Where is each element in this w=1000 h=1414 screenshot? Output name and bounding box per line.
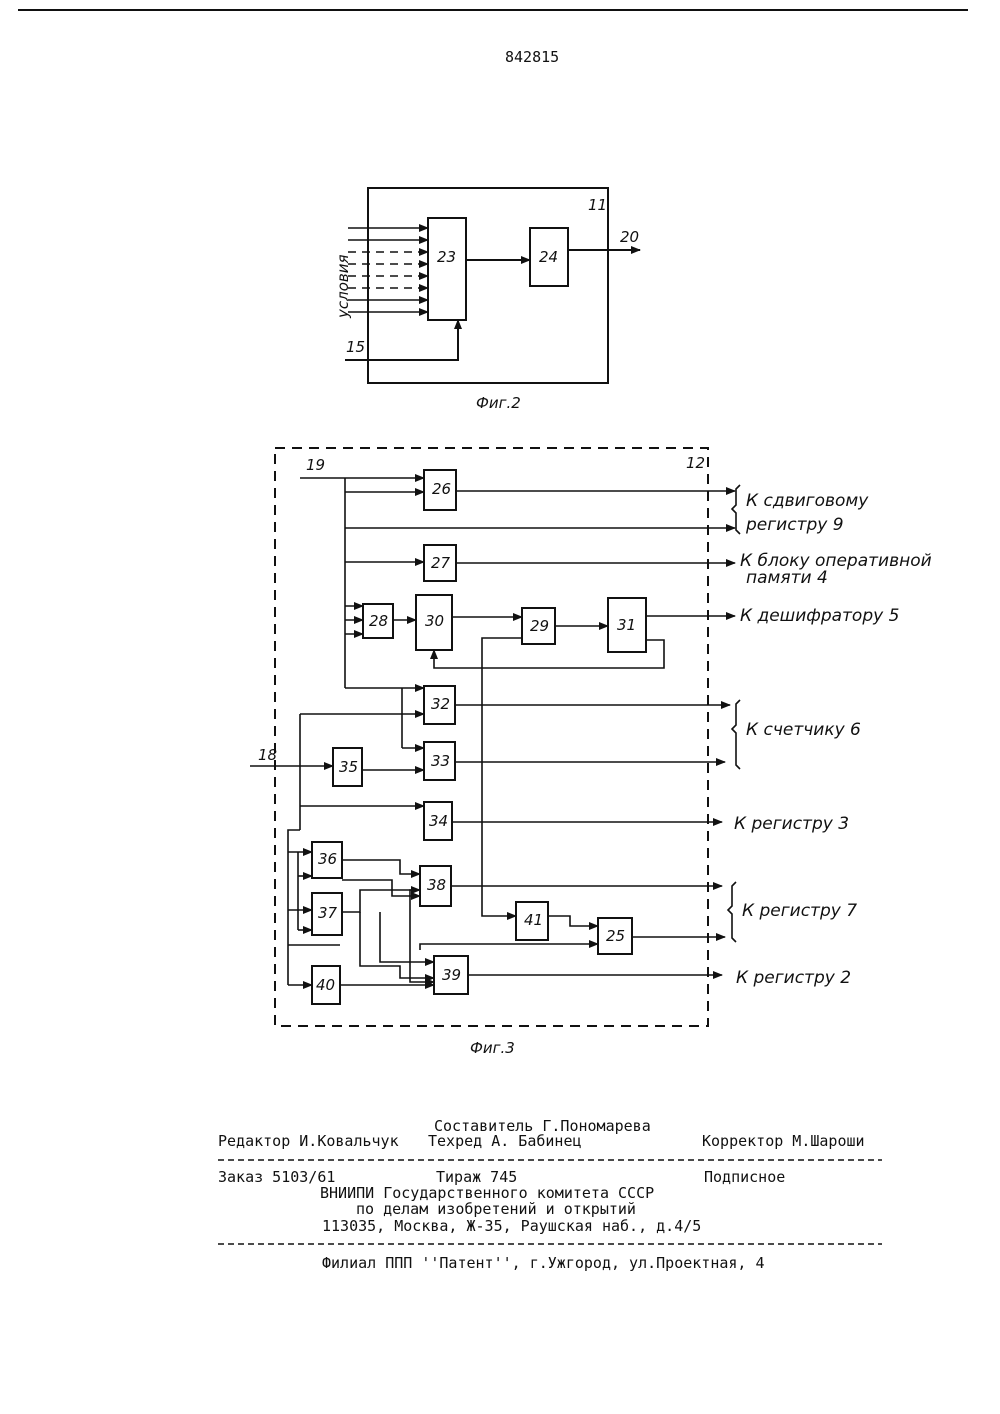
svg-text:36: 36 — [318, 850, 337, 868]
imprint-techred: Техред А. Бабинец — [428, 1132, 582, 1150]
fig3-block-33: 33 — [424, 742, 455, 780]
svg-text:31: 31 — [617, 616, 636, 634]
svg-text:33: 33 — [431, 752, 450, 770]
imprint-corrector: Корректор М.Шароши — [702, 1132, 865, 1150]
fig2-condition-inputs — [348, 228, 428, 312]
fig3-block-label: 12 — [686, 454, 705, 472]
fig2-line-15: 15 — [346, 338, 365, 356]
patent-number: 842815 — [505, 48, 559, 66]
fig2-line-20: 20 — [620, 228, 639, 246]
fig2-block-label: 11 — [588, 196, 607, 214]
fig3-out-shift-1: К сдвиговому — [746, 491, 869, 511]
fig3-out-memory-2: памяти 4 — [746, 568, 828, 588]
svg-text:34: 34 — [429, 812, 448, 830]
imprint-branch: Филиал ППП ''Патент'', г.Ужгород, ул.Про… — [322, 1254, 765, 1272]
svg-text:38: 38 — [427, 876, 446, 894]
svg-text:26: 26 — [432, 480, 451, 498]
imprint-org-2: по делам изобретений и открытий — [356, 1200, 636, 1218]
fig3-block-40: 40 — [312, 966, 340, 1004]
fig3-block-27: 27 — [424, 545, 456, 581]
fig3-caption: Фиг.3 — [470, 1039, 515, 1057]
fig3-out-reg3: К регистру 3 — [734, 814, 849, 834]
svg-text:28: 28 — [369, 612, 388, 630]
imprint-address: 113035, Москва, Ж-35, Раушская наб., д.4… — [322, 1217, 701, 1235]
fig3-line-19: 19 — [306, 456, 325, 474]
fig2-block-23 — [428, 218, 466, 320]
fig3-brackets — [728, 485, 740, 942]
imprint: Составитель Г.Пономарева Редактор И.Кова… — [218, 1117, 882, 1272]
figure-3: 12 — [250, 448, 932, 1057]
imprint-order: Заказ 5103/61 — [218, 1168, 335, 1186]
figure-2: 11 23 24 условия 20 15 Фиг.2 — [334, 188, 640, 412]
fig3-out-counter: К счетчику 6 — [746, 720, 861, 740]
fig3-out-reg7: К регистру 7 — [742, 901, 857, 921]
fig3-block-34: 34 — [424, 802, 452, 840]
fig3-block-36: 36 — [312, 842, 342, 878]
fig3-block-39: 39 — [434, 956, 468, 994]
fig3-out-decoder: К дешифратору 5 — [740, 606, 899, 626]
fig3-block-25: 25 — [598, 918, 632, 954]
fig3-block-37: 37 — [312, 893, 342, 935]
fig3-line-18: 18 — [258, 746, 277, 764]
imprint-subscription: Подписное — [704, 1168, 785, 1186]
fig3-block-35: 35 — [333, 748, 362, 786]
fig3-frame — [275, 448, 708, 1026]
fig3-out-shift-2: регистру 9 — [745, 515, 844, 535]
svg-text:30: 30 — [425, 612, 444, 630]
fig3-block-31: 31 — [608, 598, 646, 652]
svg-text:40: 40 — [316, 976, 335, 994]
fig2-block-23-label: 23 — [437, 248, 456, 266]
svg-text:27: 27 — [431, 554, 451, 572]
fig2-block-24-label: 24 — [539, 248, 558, 266]
svg-text:37: 37 — [318, 904, 338, 922]
fig3-block-30: 30 — [416, 595, 452, 650]
fig2-frame — [368, 188, 608, 383]
fig3-out-reg2: К регистру 2 — [736, 968, 851, 988]
fig2-caption: Фиг.2 — [476, 394, 521, 412]
imprint-editor: Редактор И.Ковальчук — [218, 1132, 399, 1150]
svg-text:25: 25 — [606, 927, 625, 945]
svg-text:41: 41 — [524, 911, 543, 929]
fig3-block-38: 38 — [420, 866, 451, 906]
svg-text:39: 39 — [442, 966, 461, 984]
svg-text:35: 35 — [339, 758, 358, 776]
svg-text:29: 29 — [530, 617, 549, 635]
fig3-block-28: 28 — [363, 604, 393, 638]
fig3-block-26: 26 — [424, 470, 456, 510]
fig3-block-32: 32 — [424, 686, 455, 724]
fig2-input-label: условия — [334, 254, 352, 319]
fig3-block-41: 41 — [516, 902, 548, 940]
fig3-block-29: 29 — [522, 608, 555, 644]
svg-text:32: 32 — [431, 695, 450, 713]
